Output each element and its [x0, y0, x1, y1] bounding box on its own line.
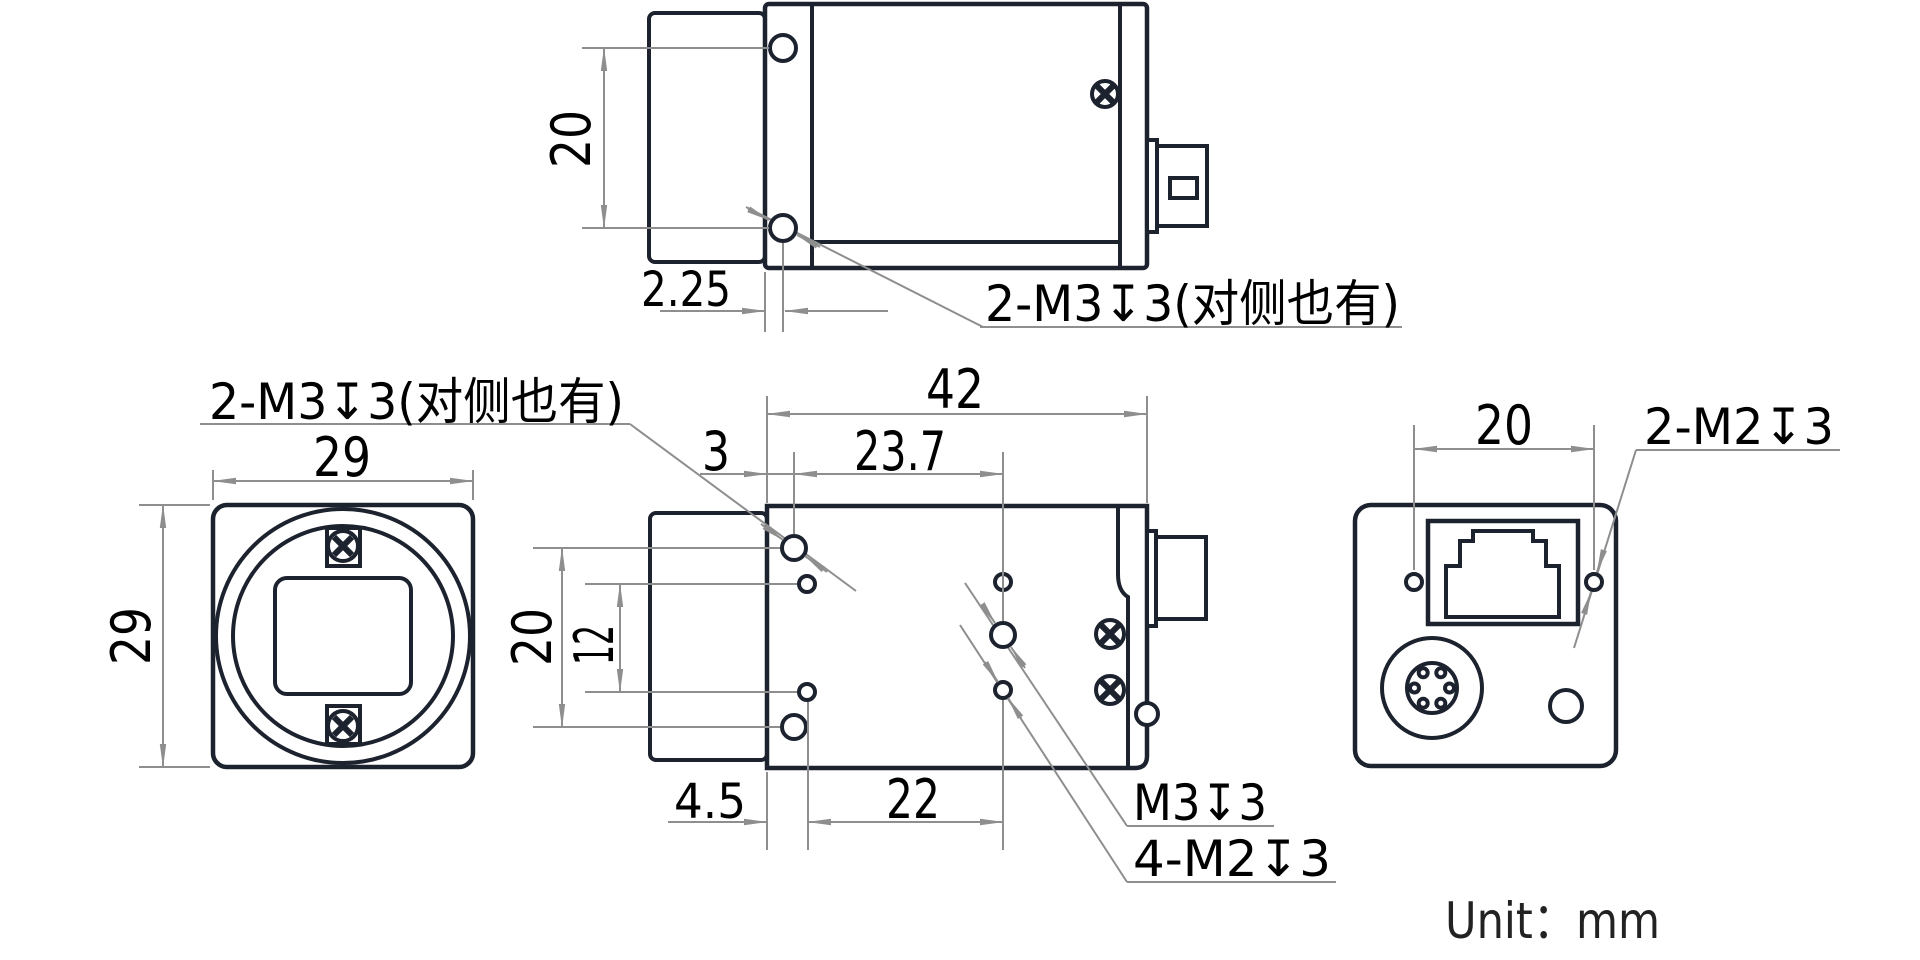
back-m2-hole [1404, 572, 1424, 592]
dim-text-side-22: 22 [886, 768, 940, 831]
thread-label-top: 2-M3↧3(对侧也有) [985, 275, 1400, 333]
side-lens-barrel [648, 511, 769, 762]
unit-note: Unit：mm [1445, 892, 1660, 950]
connector-pin [1408, 681, 1421, 695]
dim-text-front-29w: 29 [313, 426, 371, 489]
connector-pin [1416, 666, 1430, 680]
dimension-lines [139, 47, 1607, 850]
thread-label-back: 2-M2↧3 [1644, 398, 1834, 456]
dim-text-top-20: 20 [540, 110, 603, 168]
leader-arrow [760, 523, 784, 541]
back-m2-hole [1584, 572, 1604, 592]
top-connector-slot [1168, 176, 1199, 200]
leader-arrow [747, 206, 770, 221]
leader-arrow [1596, 549, 1607, 573]
side-connector-body [1154, 535, 1208, 621]
connector-pin [1434, 666, 1448, 680]
dim-text-side-20: 20 [501, 608, 564, 666]
dim-text-front-29h: 29 [100, 607, 163, 665]
dim-text-side-45: 4.5 [674, 774, 746, 830]
thread-label-front: 2-M3↧3(对侧也有) [209, 373, 624, 431]
dim-text-side-237: 23.7 [854, 420, 946, 483]
side-screw-top [1094, 618, 1126, 650]
side-view [648, 503, 1208, 771]
back-view [1352, 502, 1619, 769]
side-m3-hole [780, 534, 808, 562]
side-back-seam [1116, 506, 1130, 768]
leader-arrow [796, 234, 821, 249]
side-body [764, 503, 1150, 771]
dim-text-side-3: 3 [702, 420, 730, 483]
thread-label-4m2: 4-M2↧3 [1133, 830, 1331, 888]
side-m2-hole [797, 682, 817, 702]
dimension-texts: 20 2.25 2-M3↧3(对侧也有) 2-M3↧3(对侧也有) 29 29 … [100, 110, 1834, 950]
dim-text-side-12: 12 [563, 625, 626, 665]
side-knob [1134, 701, 1160, 727]
leader-arrow [1010, 646, 1027, 669]
thread-label-m3: M3↧3 [1133, 774, 1267, 832]
front-view [210, 502, 476, 770]
front-screw-top [326, 529, 360, 563]
top-m3-hole [768, 213, 798, 243]
side-m2-hole [797, 574, 817, 594]
leader-arrow [1581, 591, 1592, 615]
top-screw [1090, 79, 1120, 109]
connector-pin [1416, 696, 1430, 710]
leader-arrow [1007, 697, 1024, 720]
side-m2-hole [993, 680, 1013, 700]
side-m3-center-hole [989, 621, 1017, 649]
dim-text-side-42: 42 [926, 358, 984, 421]
leader-arrow [804, 555, 828, 573]
leader-back-m2 [1573, 449, 1637, 649]
side-m3-hole [780, 713, 808, 741]
leader-arrow [979, 602, 996, 624]
top-m3-hole [768, 33, 798, 63]
top-view [647, 1, 1209, 271]
front-lens-ring-outer [214, 507, 472, 765]
back-rj45-jack [1444, 529, 1561, 619]
dim-text-top-225: 2.25 [641, 262, 731, 318]
leader-arrow [982, 660, 999, 683]
front-screw-bottom [326, 709, 360, 743]
connector-pin [1434, 696, 1448, 710]
back-led-hole [1548, 688, 1584, 724]
holes-screws [326, 33, 1604, 743]
top-lens-barrel [647, 11, 767, 264]
dim-text-back-20: 20 [1475, 394, 1533, 457]
back-power-connector-inner [1405, 661, 1459, 715]
side-screw-bottom [1094, 674, 1126, 706]
front-sensor-window [273, 576, 413, 696]
top-body [762, 1, 1150, 271]
connector-pin [1443, 681, 1456, 695]
